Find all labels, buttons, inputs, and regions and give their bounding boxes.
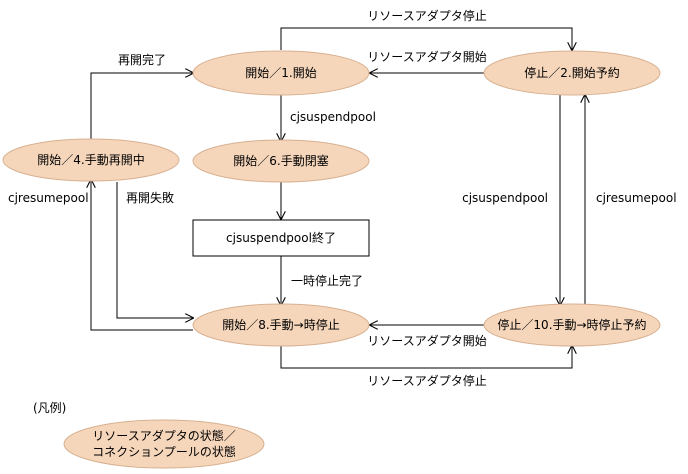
process-box: cjsuspendpool終了	[192, 219, 370, 257]
state-s2-shape	[483, 50, 661, 96]
label-cjsuspendpool-1-6: cjsuspendpool	[290, 110, 376, 124]
edge-s8-to-s10-stop	[280, 346, 572, 369]
edge-s8-to-s4-resume	[91, 180, 193, 331]
process-box-label: cjsuspendpool終了	[226, 230, 336, 245]
edge-s4-to-s8-failed	[116, 182, 193, 318]
legend-line-2: コネクションプールの状態	[92, 444, 236, 459]
state-s10-label: 停止／10.手動→時停止予約	[497, 317, 646, 332]
state-s4: 開始／4.手動再開中	[2, 138, 180, 182]
label-adapter-stop-bottom: リソースアダプタ停止	[367, 373, 486, 388]
process-box-frame	[192, 219, 370, 257]
label-cjsuspendpool-right: cjsuspendpool	[462, 191, 548, 205]
state-s1-label: 開始／1.開始	[245, 66, 316, 80]
state-s2-label: 停止／2.開始予約	[524, 65, 619, 80]
legend-title: (凡例)	[33, 401, 66, 415]
state-s10: 停止／10.手動→時停止予約	[483, 303, 661, 347]
label-adapter-start-top: リソースアダプタ開始	[367, 49, 486, 64]
state-s6-shape	[192, 139, 370, 183]
state-s2: 停止／2.開始予約	[483, 50, 661, 96]
legend: (凡例) リソースアダプタの状態／ コネクションプールの状態	[33, 401, 265, 469]
label-adapter-start-bottom: リソースアダプタ開始	[367, 333, 486, 348]
state-s8-shape	[192, 303, 370, 347]
state-s6-label: 開始／6.手動閉塞	[233, 153, 328, 168]
state-s4-label: 開始／4.手動再開中	[37, 152, 144, 167]
edge-s4-to-s1-resume-done	[90, 73, 193, 140]
label-pause-done: 一時停止完了	[291, 273, 363, 288]
label-adapter-stop-top: リソースアダプタ停止	[367, 8, 486, 23]
label-resume-failed: 再開失敗	[126, 190, 174, 205]
state-s4-shape	[2, 138, 180, 182]
label-cjresumepool-left: cjresumepool	[8, 191, 89, 205]
state-s8: 開始／8.手動→時停止	[192, 303, 370, 347]
state-s10-shape	[483, 303, 661, 347]
label-resume-done: 再開完了	[118, 52, 166, 67]
state-s6: 開始／6.手動閉塞	[192, 139, 370, 183]
legend-sample-shape	[63, 419, 265, 469]
edge-s1-to-s2-stop	[280, 27, 572, 50]
legend-line-1: リソースアダプタの状態／	[92, 428, 235, 443]
label-cjresumepool-right: cjresumepool	[596, 191, 677, 205]
state-s1: 開始／1.開始	[192, 50, 370, 96]
state-s1-shape	[192, 50, 370, 96]
state-s8-label: 開始／8.手動→時停止	[222, 317, 340, 332]
